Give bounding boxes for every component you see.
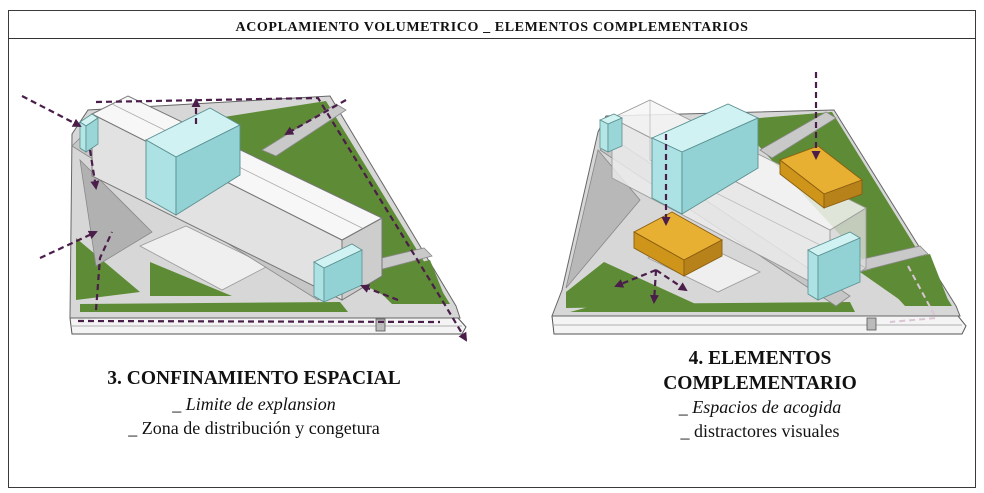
left-caption: 3. CONFINAMIENTO ESPACIAL: [54, 367, 454, 391]
boundary-path: [77, 319, 441, 324]
cyan-volume-end-face: [817, 237, 861, 301]
boundary-path: [95, 96, 468, 342]
slab-detail: [866, 317, 877, 331]
left-caption-line: _ Limite de explansion: [54, 392, 454, 416]
circulation-arrows: [21, 95, 468, 342]
arrow: [655, 269, 688, 292]
arrow: [649, 269, 659, 304]
arrow: [360, 284, 399, 302]
slab-detail: [375, 318, 386, 332]
cyan-volume-center-face: [681, 117, 759, 215]
circulation-arrows: [614, 72, 821, 304]
boundary-path: [94, 231, 113, 311]
arrow: [21, 95, 82, 127]
cyan-volume-end-side: [313, 261, 325, 303]
left-heading: 3. CONFINAMIENTO ESPACIAL: [107, 368, 401, 389]
sheet-title: ACOPLAMIENTO VOLUMETRICO _ ELEMENTOS COM…: [235, 20, 749, 35]
title-bar: ACOPLAMIENTO VOLUMETRICO _ ELEMENTOS COM…: [8, 10, 976, 39]
right-caption: 4. ELEMENTOS: [560, 347, 960, 371]
right-subtitle-italic: _ Espacios de acogida: [678, 397, 842, 417]
right-caption-line: _ distractores visuales: [560, 419, 960, 443]
right-heading-line2: COMPLEMENTARIO: [663, 373, 857, 394]
model-elementos-complementarios: [551, 72, 967, 335]
grass-area: [150, 262, 232, 296]
right-subtitle: _ distractores visuales: [680, 421, 840, 441]
right-caption-line: _ Espacios de acogida: [560, 395, 960, 419]
grass-area: [566, 262, 700, 308]
right-caption: COMPLEMENTARIO: [560, 372, 960, 396]
left-caption-line: _ Zona de distribución y congetura: [54, 416, 454, 440]
orange-volume-side: [683, 239, 723, 277]
arrow: [614, 268, 657, 288]
arrow: [284, 99, 347, 135]
right-heading-line1: 4. ELEMENTOS: [688, 348, 832, 369]
arrow: [88, 149, 100, 190]
sheet-frame: [8, 10, 976, 488]
cyan-volume-left-face: [85, 117, 99, 153]
cyan-volume-left-face: [607, 117, 623, 153]
grass-area: [76, 238, 140, 300]
cyan-volume-center-face: [175, 124, 241, 216]
grass-area: [570, 302, 855, 312]
left-subtitle-italic: _ Limite de explansion: [172, 394, 336, 414]
cyan-volume-left-side: [599, 119, 609, 153]
cyan-volume-left-side: [79, 121, 87, 153]
orange-volume-side: [823, 179, 863, 209]
arrow: [39, 230, 98, 259]
left-subtitle: _ Zona de distribución y congetura: [128, 418, 380, 438]
model-confinamiento-espacial: [21, 95, 468, 342]
cyan-volume-end-side: [807, 249, 819, 301]
grass-area: [80, 302, 348, 312]
grass-area: [860, 254, 948, 300]
upper-road: [261, 103, 347, 157]
